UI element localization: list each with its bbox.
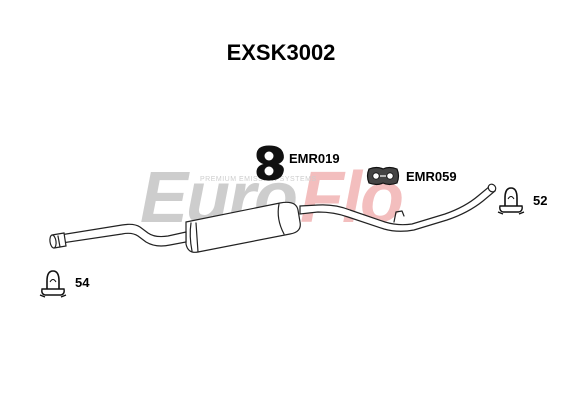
- pipe-hanger-bracket: [393, 210, 405, 223]
- silencer-band: [195, 222, 199, 253]
- inlet-opening: [49, 234, 57, 249]
- u-bolt-clamp-icon: [39, 270, 67, 298]
- inlet-slot: [57, 235, 61, 248]
- part-label-52: 52: [533, 193, 547, 208]
- part-label-54: 54: [75, 275, 90, 290]
- rubber-hanger-icon: [256, 145, 284, 181]
- u-bolt-clamp-icon: [497, 187, 525, 215]
- tail-pipe-end: [487, 183, 497, 193]
- page-title: EXSK3002: [227, 40, 336, 65]
- watermark-tagline: PREMIUM EMISSION SYSTEMS: [200, 176, 317, 183]
- silencer-seam-left: [189, 222, 193, 252]
- rubber-mount-icon: [366, 166, 400, 186]
- silencer-seam-right: [277, 203, 285, 235]
- silencer-body: [185, 201, 301, 253]
- part-label-emr059: EMR059: [406, 169, 457, 184]
- part-label-emr019: EMR019: [289, 151, 340, 166]
- exhaust-pipe-with-silencer-icon: [49, 183, 497, 253]
